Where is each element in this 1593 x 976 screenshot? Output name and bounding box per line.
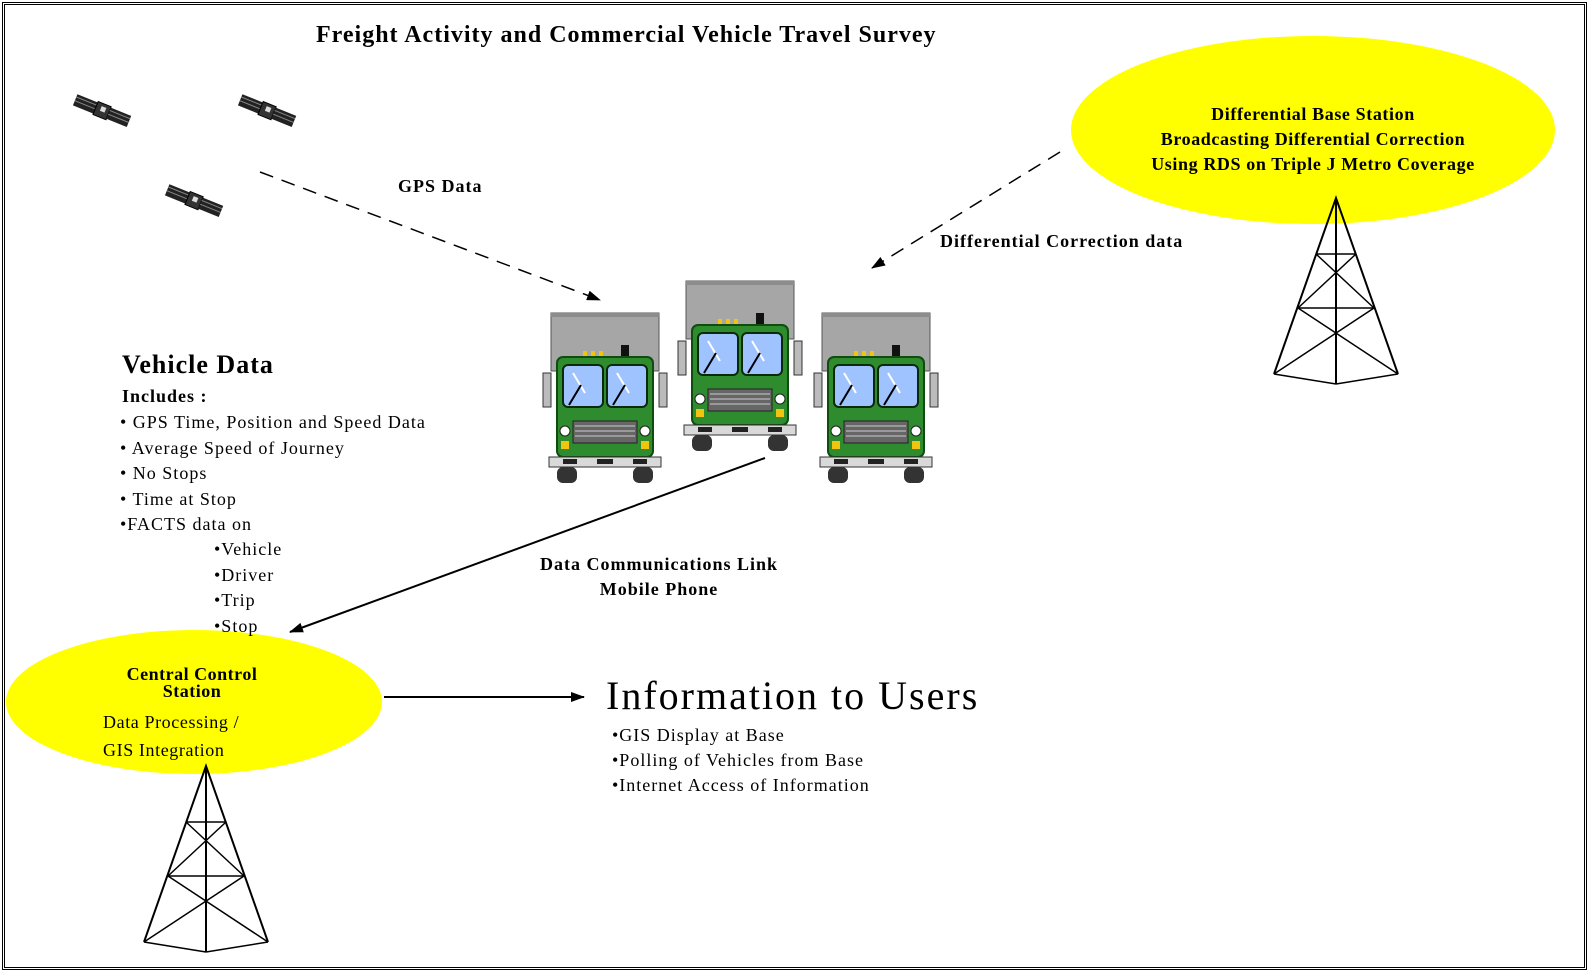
- satellite-icon: [237, 92, 298, 129]
- central-control-body: Data Processing / GIS Integration: [103, 708, 239, 764]
- differential-correction-arrow: [871, 151, 1061, 269]
- truck-icon: [677, 280, 803, 452]
- information-to-users-heading: Information to Users: [606, 673, 980, 718]
- truck-icon: [542, 312, 668, 484]
- list-item: •Vehicle: [214, 539, 283, 559]
- base-station-line2: Broadcasting Differential Correction: [1160, 129, 1466, 149]
- vehicle-data-heading: Vehicle Data: [122, 350, 274, 379]
- radio-tower-icon: [1273, 197, 1399, 385]
- list-item: •Driver: [214, 564, 275, 585]
- communications-link-arrow: [289, 457, 766, 633]
- information-to-users-list: •GIS Display at Base •Polling of Vehicle…: [612, 723, 870, 798]
- truck-icon: [813, 312, 939, 484]
- list-item: •Polling of Vehicles from Base: [612, 750, 864, 770]
- list-item: •Internet Access of Information: [612, 775, 870, 795]
- central-control-title-line1: Central Control: [126, 664, 258, 684]
- central-control-title: Central Control Station: [52, 664, 332, 701]
- comm-link-line1: Data Communications Link: [540, 554, 779, 574]
- central-control-title-line2: Station: [162, 681, 222, 701]
- central-control-body-line2: GIS Integration: [103, 740, 225, 760]
- list-item: •Trip: [214, 590, 256, 611]
- satellite-icon: [72, 92, 133, 129]
- facts-data-list: •Vehicle •Driver •Trip •Stop: [214, 537, 282, 639]
- central-control-ellipse: [6, 630, 382, 774]
- list-item: • Time at Stop: [120, 488, 237, 509]
- communications-link-label: Data Communications Link Mobile Phone: [540, 552, 778, 602]
- base-station-ellipse: [1071, 36, 1555, 224]
- vehicle-data-subheading: Includes :: [122, 386, 208, 406]
- differential-correction-label: Differential Correction data: [940, 231, 1184, 251]
- gps-data-arrow: [259, 171, 601, 301]
- list-item: •FACTS data on: [120, 514, 252, 535]
- comm-link-line2: Mobile Phone: [599, 579, 719, 599]
- list-item: • GPS Time, Position and Speed Data: [120, 412, 426, 432]
- satellite-icon: [164, 182, 225, 219]
- base-station-label: Differential Base Station Broadcasting D…: [1078, 102, 1548, 177]
- diagram-title: Freight Activity and Commercial Vehicle …: [316, 22, 937, 48]
- list-item: •GIS Display at Base: [612, 725, 785, 745]
- list-item: • Average Speed of Journey: [120, 437, 345, 458]
- list-item: •Stop: [214, 615, 259, 636]
- radio-tower-icon: [143, 765, 269, 953]
- list-item: • No Stops: [120, 463, 208, 484]
- vehicle-data-list: • GPS Time, Position and Speed Data • Av…: [120, 410, 426, 538]
- central-control-body-line1: Data Processing /: [103, 712, 240, 732]
- gps-data-label: GPS Data: [398, 176, 483, 196]
- base-station-line3: Using RDS on Triple J Metro Coverage: [1151, 154, 1475, 174]
- base-station-line1: Differential Base Station: [1211, 104, 1415, 124]
